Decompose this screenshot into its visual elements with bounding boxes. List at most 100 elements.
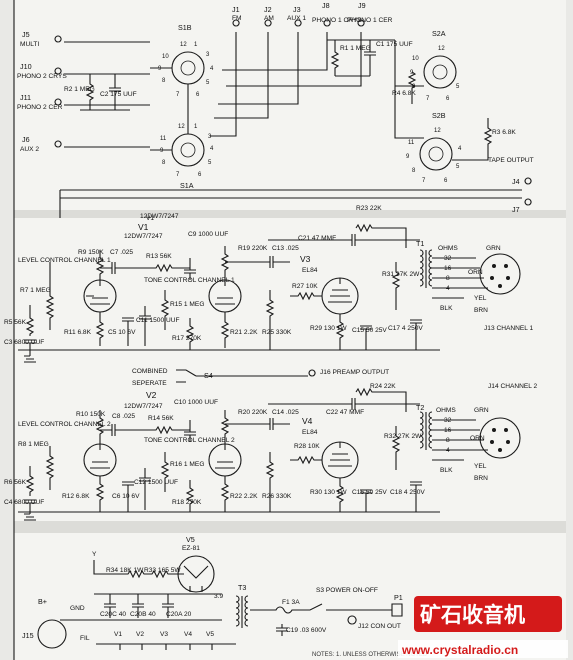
j15-label: J15 (22, 631, 34, 640)
r27-label: R27 10K (292, 283, 318, 290)
j7-label: J7 (512, 205, 520, 214)
r7-pot (45, 262, 55, 330)
r1-label: R1 1 MEG (340, 45, 371, 52)
r23-local (355, 223, 407, 248)
j13-yel: YEL (474, 295, 487, 302)
separate-label: SEPERATE (132, 380, 167, 387)
svg-text:9: 9 (406, 154, 410, 160)
left-jack-symbols (54, 35, 62, 148)
heater-v3: V3 (160, 631, 168, 638)
ground-symbol-2 (24, 513, 36, 521)
r17-label: R17 270K (172, 335, 202, 342)
r16-label: R16 1 MEG (170, 461, 204, 468)
p1-label: P1 (394, 593, 403, 602)
r19-label: R19 220K (238, 245, 268, 252)
r24 (355, 387, 407, 412)
r9 (95, 250, 105, 280)
jack-j2-id: J2 (264, 5, 272, 14)
r31-c17 (391, 262, 422, 350)
s2a-rotor (432, 64, 448, 80)
j14-grn: GRN (474, 407, 489, 414)
s4-switch (176, 369, 308, 383)
phono1-network: R1 1 MEG C1 175 UUF (330, 40, 413, 77)
top-jack-symbols (232, 19, 365, 27)
v3-elements (328, 278, 352, 303)
switch-s2: S2A 109 87 65 12 S2B 119 87 65 412 R4 6.… (59, 29, 534, 218)
svg-text:10: 10 (412, 56, 419, 62)
c2-label: C2 175 UUF (100, 91, 137, 98)
r28 (290, 455, 322, 465)
t3-label: T3 (238, 583, 246, 592)
jack-j8-name: PHONO 1 CRYS (312, 17, 362, 24)
r29-label: R29 130 1W (310, 325, 347, 332)
svg-text:9: 9 (158, 66, 162, 72)
s2b-rotor (428, 146, 444, 162)
c13 (225, 256, 290, 268)
svg-text:12: 12 (434, 128, 441, 134)
watermark-cn: 矿石收音机 (420, 603, 525, 627)
c7-label: C7 .025 (110, 249, 133, 256)
c22 (268, 398, 420, 410)
c14 (225, 418, 290, 430)
v4-type: EL84 (302, 429, 318, 436)
r26-label: R26 330K (262, 493, 292, 500)
r30-c16 (335, 478, 372, 512)
jack-j11-name: PHONO 2 CER (17, 104, 63, 111)
j16-label: J16 PREAMP OUTPUT (320, 369, 389, 376)
s1a-rotor (180, 142, 196, 158)
ohms2-label: OHMS (436, 407, 456, 414)
r6-c4 (24, 466, 36, 514)
r8-label: R8 1 MEG (18, 441, 49, 448)
svg-text:7: 7 (176, 172, 180, 178)
svg-text:3: 3 (208, 134, 212, 140)
j12-label: J12 CON OUT (358, 623, 401, 630)
mode-switch: COMBINED SEPERATE S4 J16 PREAMP OUTPUT (132, 368, 389, 387)
r18-label: R18 270K (172, 499, 202, 506)
p1-plug (346, 603, 403, 617)
r25 (265, 290, 275, 350)
s1b-rotor (180, 60, 196, 76)
jack-j8-id: J8 (322, 1, 330, 10)
svg-text:7: 7 (176, 92, 180, 98)
channel2-section: V2 12DW7/7247 LEVEL CONTROL CHANNEL 2 R8… (4, 383, 538, 521)
v1-type-top: 12DW7/7247 (140, 213, 179, 220)
jack-j3-name: AUX 1 (287, 15, 306, 22)
channel1-section: V1 V1 12DW7/7247 12DW7/7247 LEVEL CONTRO… (4, 205, 534, 363)
c10-label: C10 1000 UUF (174, 399, 218, 406)
r15-pot (160, 290, 170, 330)
r15-label: R15 1 MEG (170, 301, 204, 308)
gnd-label: GND (70, 605, 85, 612)
r30-label: R30 130 1W (310, 489, 347, 496)
svg-text:5: 5 (456, 84, 460, 90)
j13-socket (479, 253, 521, 295)
svg-text:1: 1 (194, 42, 198, 48)
c21 (268, 234, 420, 246)
s2b-wafer (419, 137, 453, 171)
c9-label: C9 1000 UUF (188, 231, 228, 238)
jack-j6-name: AUX 2 (20, 146, 39, 153)
c12 (139, 468, 151, 510)
top-jacks: J1 FM J2 AM J3 AUX 1 J8 PHONO 1 CRYS J9 … (210, 1, 395, 137)
panel-gap-2 (14, 521, 566, 533)
s2a-label: S2A (432, 29, 446, 38)
r32-c18 (391, 426, 422, 512)
r21-label: R21 2.2K (230, 329, 258, 336)
svg-text:5: 5 (456, 164, 460, 170)
v1b-elements (215, 280, 235, 305)
j13-blk: BLK (440, 305, 453, 312)
r4-label: R4 6.8K (392, 90, 416, 97)
c19-label: C19 .03 600V (286, 627, 327, 634)
heater-v5: V5 (206, 631, 214, 638)
fuse-and-switch (250, 603, 346, 614)
r7-label: R7 1 MEG (20, 287, 51, 294)
tape-jacks (524, 177, 532, 206)
v5-type: EZ-81 (182, 545, 200, 552)
s3-label: S3 POWER ON-OFF (316, 587, 378, 594)
r5-c3 (24, 305, 36, 356)
jack-j10-id: J10 (20, 62, 32, 71)
v4-label: V4 (302, 416, 313, 426)
svg-text:6: 6 (444, 178, 448, 184)
svg-text:7: 7 (426, 96, 430, 102)
svg-text:11: 11 (160, 136, 167, 142)
